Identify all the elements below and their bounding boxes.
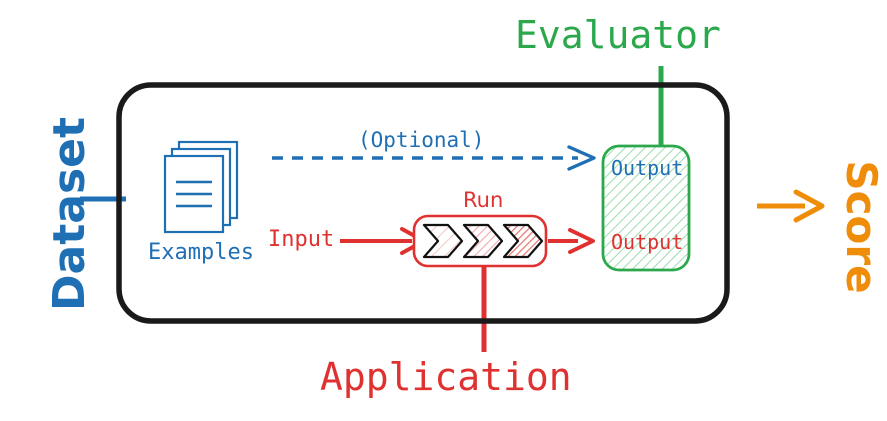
input-arrow-icon: [340, 227, 426, 255]
optional-label: (Optional): [358, 128, 485, 152]
dataset-label: Dataset: [44, 116, 95, 311]
examples-label: Examples: [148, 240, 254, 265]
score-arrow-icon: [757, 189, 825, 223]
outer-container-shape: [116, 82, 730, 324]
score-label: Score: [837, 160, 886, 294]
document-stack-icon: [163, 140, 239, 234]
run-output-arrow-icon: [548, 228, 595, 254]
input-label: Input: [268, 227, 335, 252]
evaluator-box-shape: [601, 144, 691, 272]
output-bottom-label: Output: [611, 230, 684, 254]
run-label: Run: [463, 188, 504, 212]
output-top-label: Output: [611, 156, 684, 180]
evaluator-label: Evaluator: [515, 13, 721, 57]
dashed-arrow-icon: [272, 145, 596, 171]
application-label: Application: [320, 355, 572, 399]
chevron-pipeline-icon: [422, 223, 544, 259]
